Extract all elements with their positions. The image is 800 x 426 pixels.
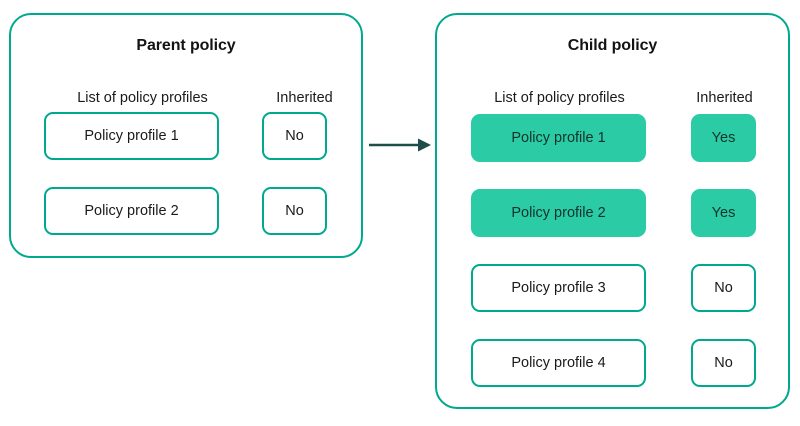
child-column-header-inherited: Inherited <box>696 90 753 106</box>
child-policy-profile-pill[interactable]: Policy profile 3 <box>471 264 646 312</box>
parent-inherited-pill[interactable]: No <box>262 112 327 160</box>
child-policy-profile-pill[interactable]: Policy profile 4 <box>471 339 646 387</box>
parent-inherited-pill[interactable]: No <box>262 187 327 235</box>
parent-policy-profile-pill[interactable]: Policy profile 1 <box>44 112 219 160</box>
parent-policy-panel: Parent policy List of policy profiles In… <box>9 13 363 258</box>
parent-policy-profile-pill[interactable]: Policy profile 2 <box>44 187 219 235</box>
child-policy-title: Child policy <box>567 37 658 54</box>
child-policy-profile-pill[interactable]: Policy profile 1 <box>471 114 646 162</box>
parent-column-header-profiles: List of policy profiles <box>77 90 208 106</box>
child-inherited-pill[interactable]: Yes <box>691 189 756 237</box>
child-policy-panel: Child policy List of policy profiles Inh… <box>435 13 790 409</box>
child-inherited-pill[interactable]: No <box>691 339 756 387</box>
child-inherited-pill[interactable]: No <box>691 264 756 312</box>
arrow-right-icon <box>368 133 432 157</box>
child-column-header-profiles: List of policy profiles <box>494 90 625 106</box>
parent-column-header-inherited: Inherited <box>276 90 333 106</box>
child-inherited-pill[interactable]: Yes <box>691 114 756 162</box>
parent-policy-title: Parent policy <box>136 37 236 54</box>
child-policy-profile-pill[interactable]: Policy profile 2 <box>471 189 646 237</box>
